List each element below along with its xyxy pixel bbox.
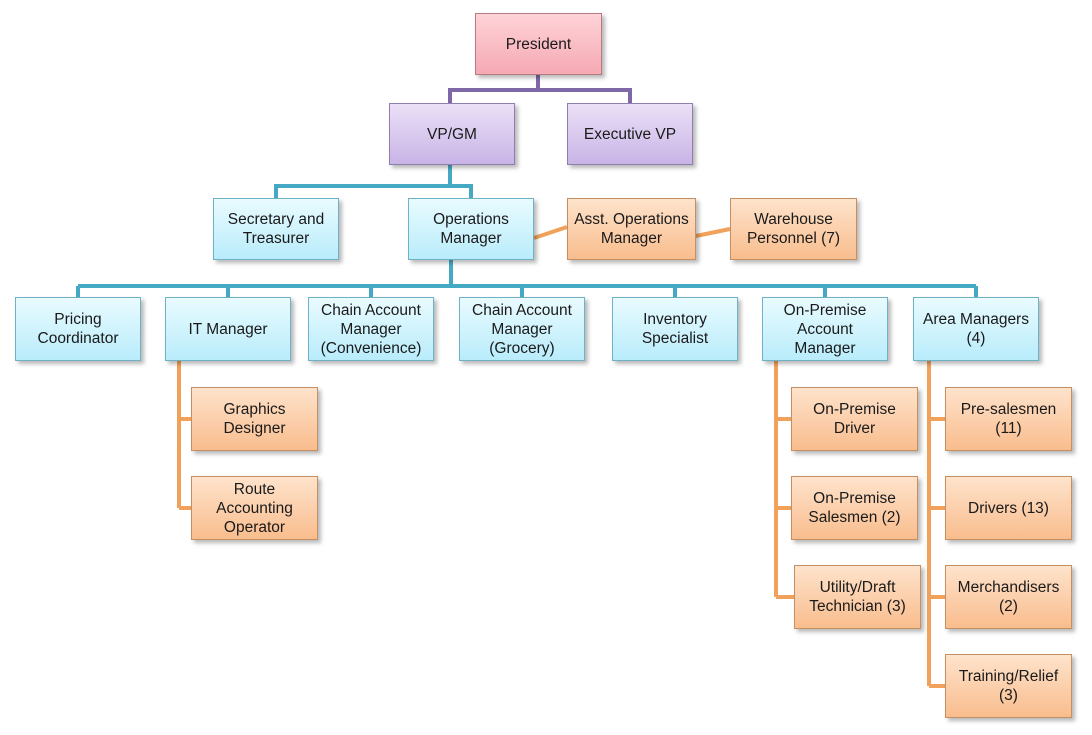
node-on-premise-salesmen: On-Premise Salesmen (2) — [791, 476, 918, 540]
node-asst-operations-manager: Asst. Operations Manager — [567, 198, 696, 260]
node-chain-account-grocery: Chain Account Manager (Grocery) — [459, 297, 585, 361]
node-secretary-treasurer: Secretary and Treasurer — [213, 198, 339, 260]
node-pre-salesmen: Pre-salesmen (11) — [945, 387, 1072, 451]
node-merchandisers: Merchandisers (2) — [945, 565, 1072, 629]
connector-onpremise-subtree — [774, 361, 794, 599]
node-on-premise-driver: On-Premise Driver — [791, 387, 918, 451]
connector-ops-assistant — [533, 225, 731, 240]
node-pricing-coordinator: Pricing Coordinator — [15, 297, 141, 361]
node-vp-gm: VP/GM — [389, 103, 515, 165]
node-training-relief: Training/Relief (3) — [945, 654, 1072, 718]
connector-president-vps — [448, 75, 632, 103]
connector-ops-bus — [76, 260, 978, 297]
node-it-manager: IT Manager — [165, 297, 291, 361]
connector-it-subtree — [177, 361, 191, 510]
node-drivers: Drivers (13) — [945, 476, 1072, 540]
connector-area-subtree — [927, 361, 945, 688]
node-area-managers: Area Managers (4) — [913, 297, 1039, 361]
node-president: President — [475, 13, 602, 75]
node-warehouse-personnel: Warehouse Personnel (7) — [730, 198, 857, 260]
node-route-accounting-operator: Route Accounting Operator — [191, 476, 318, 540]
node-chain-account-convenience: Chain Account Manager (Convenience) — [308, 297, 434, 361]
node-operations-manager: Operations Manager — [408, 198, 534, 260]
node-graphics-designer: Graphics Designer — [191, 387, 318, 451]
node-on-premise-account-manager: On-Premise Account Manager — [762, 297, 888, 361]
node-executive-vp: Executive VP — [567, 103, 693, 165]
node-inventory-specialist: Inventory Specialist — [612, 297, 738, 361]
node-utility-draft-technician: Utility/Draft Technician (3) — [794, 565, 921, 629]
connector-vpgm-staff — [274, 165, 473, 198]
